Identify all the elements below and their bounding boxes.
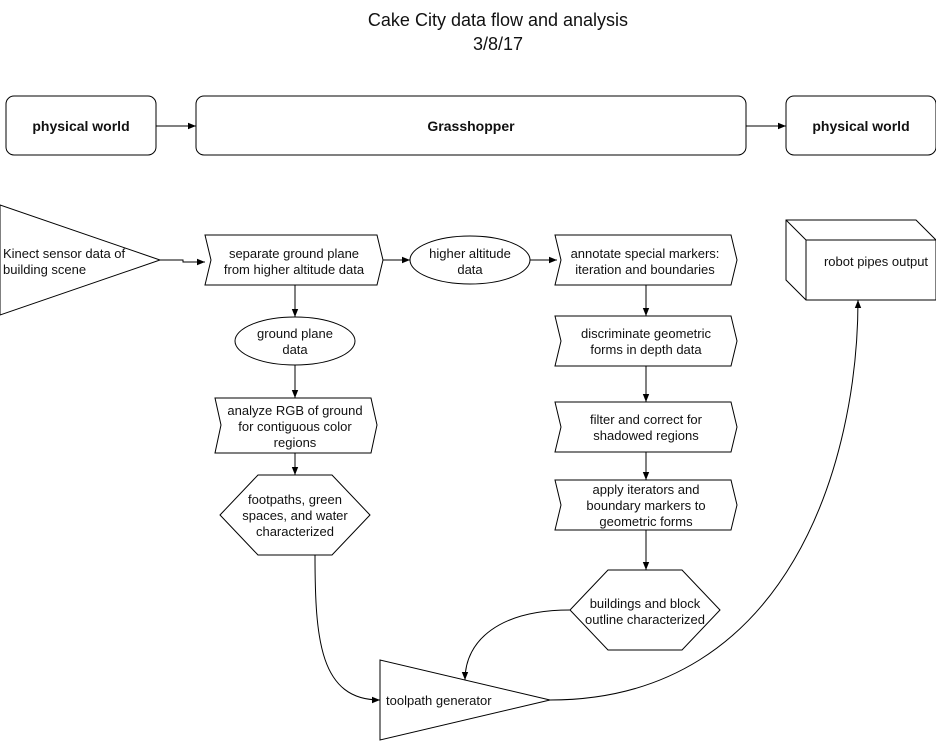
footpaths-label-line1: footpaths, green	[248, 492, 342, 507]
robot-pipes-output-node: robot pipes output	[785, 219, 936, 301]
analyze-label-line1: analyze RGB of ground	[227, 403, 362, 418]
annotate-label-line1: annotate special markers:	[571, 246, 720, 261]
filter-shadows-node: filter and correct for shadowed regions	[554, 401, 738, 453]
physical-world-input-label: physical world	[32, 118, 129, 134]
kinect-sensor-node: Kinect sensor data of building scene	[0, 204, 162, 316]
diagram-title: Cake City data flow and analysis	[368, 10, 628, 30]
footpaths-label-line2: spaces, and water	[242, 508, 348, 523]
edge-buildings-to-toolpath	[461, 609, 571, 681]
annotate-label-line2: iteration and boundaries	[575, 262, 715, 277]
higher-alt-label-line1: higher altitude	[429, 246, 511, 261]
robot-label: robot pipes output	[824, 254, 928, 269]
physical-world-input-box: physical world	[5, 95, 157, 156]
edge-toolpath-to-robot	[549, 299, 862, 701]
edge-footpaths-to-toolpath	[314, 554, 381, 704]
analyze-label-line3: regions	[274, 435, 317, 450]
annotate-markers-node: annotate special markers: iteration and …	[554, 234, 738, 286]
discriminate-forms-node: discriminate geometric forms in depth da…	[554, 315, 738, 367]
grasshopper-label: Grasshopper	[427, 118, 515, 134]
apply-iterators-node: apply iterators and boundary markers to …	[554, 479, 738, 531]
separate-label-line1: separate ground plane	[229, 246, 359, 261]
separate-ground-plane-node: separate ground plane from higher altitu…	[204, 234, 384, 286]
footpaths-characterized-node: footpaths, green spaces, and water chara…	[219, 474, 371, 556]
separate-label-line2: from higher altitude data	[224, 262, 365, 277]
buildings-characterized-node: buildings and block outline characterize…	[569, 569, 721, 651]
analyze-label-line2: for contiguous color	[238, 419, 352, 434]
kinect-label-line2: building scene	[3, 262, 86, 277]
ground-plane-label-line2: data	[282, 342, 308, 357]
apply-label-line2: boundary markers to	[586, 498, 705, 513]
toolpath-label: toolpath generator	[386, 693, 492, 708]
higher-alt-label-line2: data	[457, 262, 483, 277]
filter-label-line2: shadowed regions	[593, 428, 699, 443]
physical-world-output-label: physical world	[812, 118, 909, 134]
filter-label-line1: filter and correct for	[590, 412, 703, 427]
higher-altitude-data-node: higher altitude data	[409, 235, 531, 285]
apply-label-line3: geometric forms	[599, 514, 693, 529]
discriminate-label-line1: discriminate geometric	[581, 326, 712, 341]
buildings-label-line2: outline characterized	[585, 612, 705, 627]
edge-kinect-to-separate	[160, 258, 205, 266]
analyze-rgb-node: analyze RGB of ground for contiguous col…	[214, 397, 378, 454]
diagram-date: 3/8/17	[473, 34, 523, 54]
ground-plane-data-node: ground plane data	[234, 316, 356, 366]
footpaths-label-line3: characterized	[256, 524, 334, 539]
ground-plane-label-line1: ground plane	[257, 326, 333, 341]
apply-label-line1: apply iterators and	[593, 482, 700, 497]
discriminate-label-line2: forms in depth data	[590, 342, 702, 357]
physical-world-output-box: physical world	[785, 95, 936, 156]
buildings-label-line1: buildings and block	[590, 596, 701, 611]
kinect-label-line1: Kinect sensor data of	[3, 246, 126, 261]
grasshopper-box: Grasshopper	[195, 95, 747, 156]
